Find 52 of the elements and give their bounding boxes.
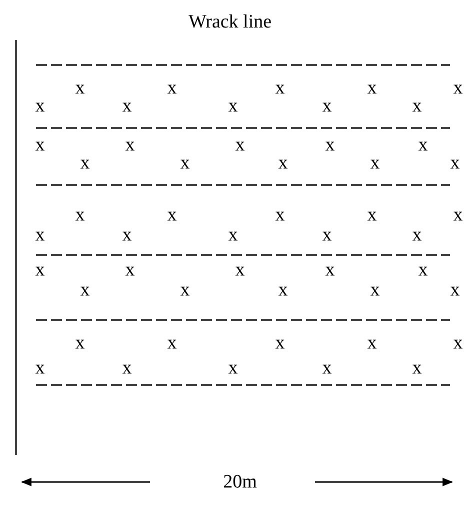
sample-mark: x xyxy=(278,154,288,172)
sample-mark: x xyxy=(122,96,132,116)
sample-mark: x xyxy=(325,260,335,280)
sample-mark: x xyxy=(75,334,85,352)
sample-mark: x xyxy=(275,206,285,224)
sample-mark: x xyxy=(235,260,245,280)
sample-mark: x xyxy=(228,358,238,378)
sample-mark: x xyxy=(367,78,377,98)
sample-mark: x xyxy=(125,136,135,154)
sample-mark: x xyxy=(35,96,45,116)
sample-mark: x xyxy=(453,206,463,224)
sample-mark: x xyxy=(125,260,135,280)
sample-mark: x xyxy=(322,358,332,378)
sample-mark: x xyxy=(325,136,335,154)
sample-mark: x xyxy=(275,78,285,98)
sample-mark: x xyxy=(450,154,460,172)
sample-mark: x xyxy=(412,358,422,378)
sample-mark: x xyxy=(370,280,380,300)
sample-mark: x xyxy=(75,206,85,224)
sample-mark: x xyxy=(322,226,332,244)
sample-mark: x xyxy=(322,96,332,116)
sample-mark: x xyxy=(418,260,428,280)
sample-mark: x xyxy=(122,358,132,378)
sample-mark: x xyxy=(35,226,45,244)
dimension-label: 20m xyxy=(223,472,257,492)
sample-mark: x xyxy=(180,280,190,300)
sample-mark: x xyxy=(167,334,177,352)
sample-mark: x xyxy=(418,136,428,154)
sample-mark: x xyxy=(367,206,377,224)
heading-label: Wrack line xyxy=(188,12,272,32)
sample-mark: x xyxy=(35,260,45,280)
sample-mark: x xyxy=(180,154,190,172)
sample-mark: x xyxy=(167,78,177,98)
sample-mark: x xyxy=(75,78,85,98)
sample-mark: x xyxy=(235,136,245,154)
sample-mark: x xyxy=(275,334,285,352)
sample-mark: x xyxy=(370,154,380,172)
sample-mark: x xyxy=(228,96,238,116)
sample-mark: x xyxy=(80,154,90,172)
sample-mark: x xyxy=(450,280,460,300)
sample-mark: x xyxy=(278,280,288,300)
sample-mark: x xyxy=(167,206,177,224)
sample-mark: x xyxy=(80,280,90,300)
sample-mark: x xyxy=(412,226,422,244)
sample-mark: x xyxy=(412,96,422,116)
sample-mark: x xyxy=(367,334,377,352)
sample-mark: x xyxy=(453,78,463,98)
sample-mark: x xyxy=(35,358,45,378)
sample-mark: x xyxy=(228,226,238,244)
sample-mark: x xyxy=(35,136,45,154)
sample-mark: x xyxy=(453,334,463,352)
sample-mark: x xyxy=(122,226,132,244)
